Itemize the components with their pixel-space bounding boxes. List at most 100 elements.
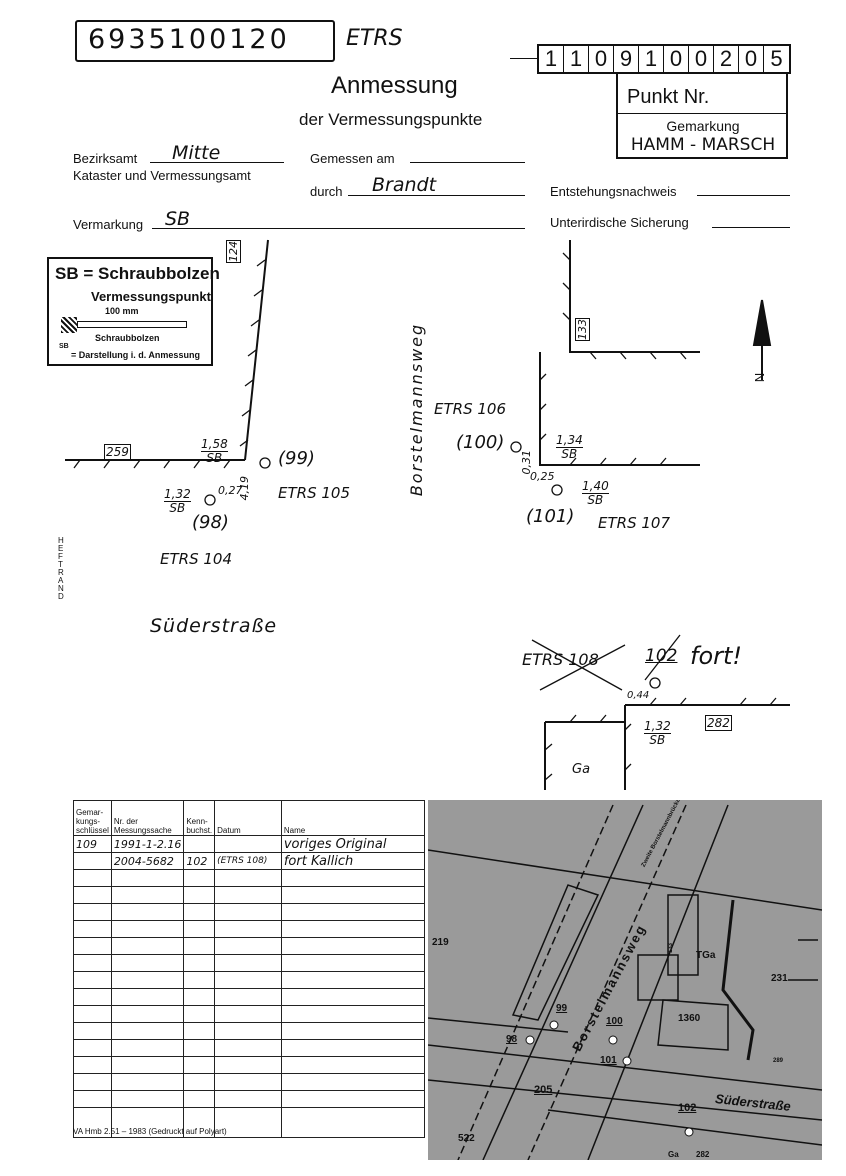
digit: 1 [564, 46, 589, 72]
bolt-shaft-icon [77, 321, 187, 328]
table-row [73, 1039, 426, 1057]
map-label: 282 [696, 1150, 710, 1159]
gemarkung-value: HAMM - MARSCH [630, 135, 776, 155]
etrs-107: ETRS 107 [598, 514, 670, 532]
marker-type: SB [649, 733, 666, 747]
digit: 1 [639, 46, 664, 72]
page-subtitle: der Vermessungspunkte [299, 110, 483, 129]
cell: 109 [73, 835, 112, 853]
map-label: 99 [556, 1003, 568, 1014]
table-row [73, 920, 426, 938]
map-label: 289 [773, 1058, 784, 1064]
etrs-106: ETRS 106 [434, 400, 506, 418]
map-label: 231 [771, 973, 788, 984]
table-row [73, 1005, 426, 1023]
heftrand-label: HEFTRAND [58, 536, 64, 601]
table-row [73, 1056, 426, 1074]
cell: 1991-1-2.16 [110, 835, 185, 853]
cell [183, 835, 216, 853]
bezirksamt-line [150, 162, 284, 163]
durch-value: Brandt [372, 174, 437, 196]
point-99: (99) [278, 448, 315, 469]
digit: 0 [589, 46, 614, 72]
punkt-nr-label: Punkt Nr. [627, 86, 710, 108]
value: 1,32 [164, 487, 191, 502]
vermarkung-value: SB [165, 208, 191, 230]
legend-symbol: SB [59, 343, 69, 350]
legend-desc: = Darstellung i. d. Anmessung [71, 350, 200, 360]
cell [73, 852, 112, 870]
entstehung-field [697, 195, 790, 196]
dist-025: 0,25 [530, 470, 555, 483]
gemessen-field [410, 162, 525, 163]
measurement-table: Gemar-kungs-schlüssel Nr. der Messungssa… [73, 800, 426, 1138]
point-100: (100) [456, 432, 505, 453]
table-header: Gemar-kungs-schlüssel Nr. der Messungssa… [73, 800, 426, 836]
digit: 0 [739, 46, 764, 72]
col-name: Name [280, 800, 426, 836]
point-102-crossed: 102 [645, 646, 678, 666]
digit: 0 [689, 46, 714, 72]
legend-title: SB = Schraubbolzen [55, 264, 220, 283]
sicherung-label: Unterirdische Sicherung [550, 215, 689, 230]
cadastral-map-excerpt: 219 Borstelmannsweg Zweite Borstelmannbr… [428, 800, 822, 1160]
fort-note: fort! [690, 642, 743, 670]
kataster-label: Kataster und Vermessungsamt [73, 168, 251, 183]
map-label: 219 [432, 937, 449, 948]
digit: 5 [770, 46, 783, 71]
etrs-104: ETRS 104 [160, 550, 232, 568]
garage-label: Ga [572, 762, 591, 777]
form-footer: VA Hmb 2.51 – 1983 (Gedruckt auf Polyart… [73, 1127, 227, 1136]
divider [618, 113, 788, 114]
number-lead-line [510, 58, 538, 59]
dist-044: 0,44 [627, 690, 650, 701]
etrs-105: ETRS 105 [278, 484, 350, 502]
bolt-icon [61, 317, 77, 333]
table-row [73, 1022, 426, 1040]
vermarkung-label: Vermarkung [73, 217, 144, 232]
file-number: 6935100120 [88, 24, 290, 55]
label-282: 282 [705, 715, 732, 731]
gemessen-label: Gemessen am [310, 151, 395, 166]
map-label: 1360 [678, 1013, 701, 1024]
label-259: 259 [104, 444, 131, 460]
gemarkung-label: Gemarkung [666, 118, 740, 134]
col-kenn: Kenn-buchst. [183, 800, 216, 836]
north-label: N [752, 372, 768, 383]
legend-bolt: Schraubbolzen [95, 333, 160, 343]
map-label: 101 [600, 1055, 617, 1066]
map-lines [428, 804, 822, 1160]
durch-label: durch [310, 184, 343, 199]
table-row [73, 1073, 426, 1091]
street-borstelmannsweg: Borstelmannsweg [407, 322, 427, 497]
etrs-108-crossed: ETRS 108 [522, 650, 599, 669]
point-98: (98) [192, 512, 229, 533]
value: 1,34 [556, 433, 583, 448]
table-row [73, 886, 426, 904]
vermarkung-line [152, 228, 525, 229]
page-title: Anmessung [331, 72, 458, 99]
cell: voriges Original [280, 835, 426, 853]
map-label: 133 [668, 942, 675, 954]
digit: 9 [614, 46, 639, 72]
bezirksamt-label: Bezirksamt [73, 151, 138, 166]
map-label: 102 [678, 1102, 697, 1114]
cell [214, 835, 282, 853]
label-124: 124 [226, 240, 241, 263]
map-label: 98 [506, 1034, 518, 1045]
table-row [73, 937, 426, 955]
cell: fort Kallich [280, 852, 426, 870]
col-nr: Nr. der Messungssache [110, 800, 185, 836]
label-133: 133 [575, 318, 590, 341]
digit: 1 [539, 46, 564, 72]
cell: (ETRS 108) [214, 852, 282, 870]
street-suederstrasse: Süderstraße [150, 615, 278, 637]
file-number-box [75, 20, 335, 62]
table-row [73, 971, 426, 989]
